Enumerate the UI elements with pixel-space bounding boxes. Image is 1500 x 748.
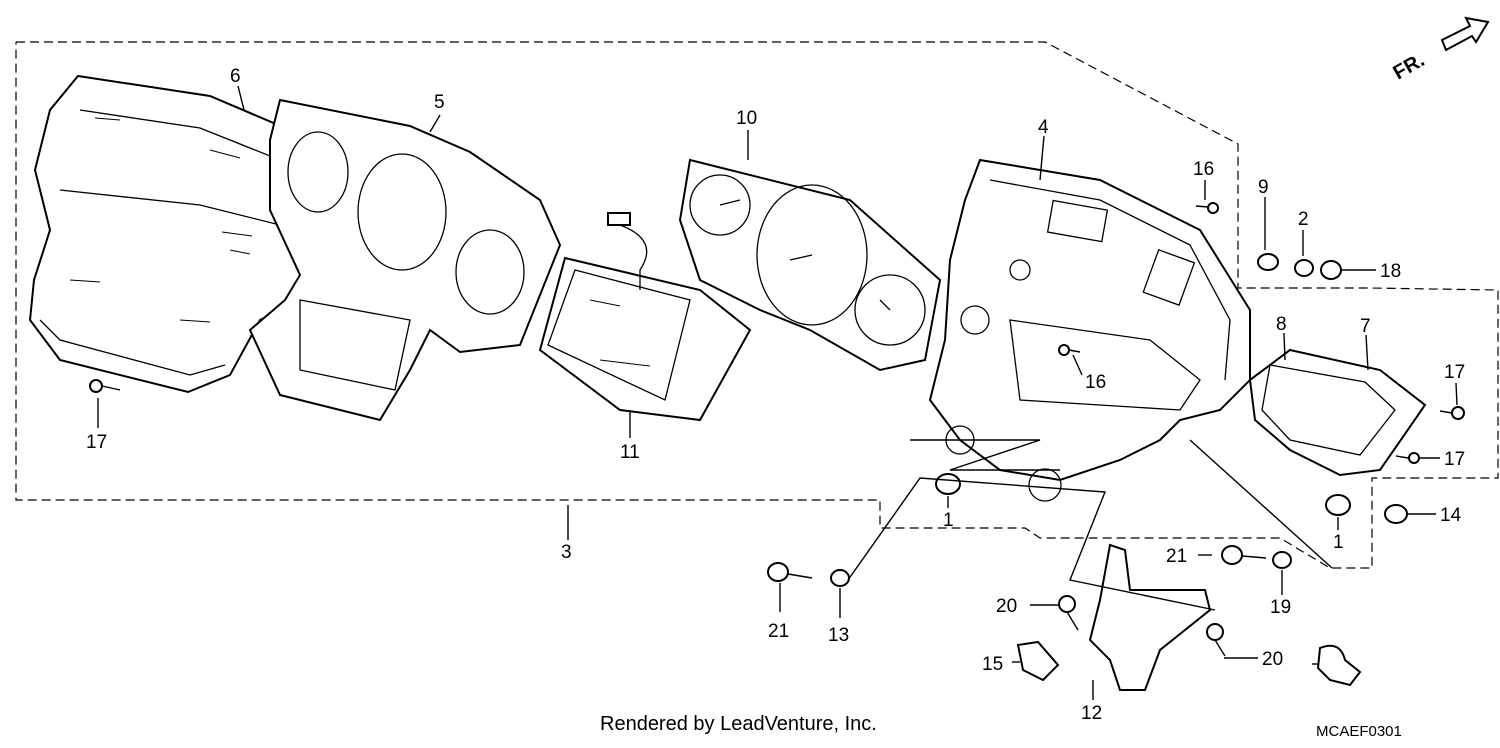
meter-case (928, 158, 1251, 502)
gauge-assembly (678, 158, 942, 372)
meter-panel (248, 98, 562, 422)
callout-4: 4 (1038, 117, 1049, 138)
leader-lines (97, 85, 1458, 700)
callout-7: 7 (1360, 316, 1371, 337)
callout-16-upper: 16 (1193, 159, 1214, 180)
callout-21-right: 21 (1166, 546, 1187, 567)
callout-17-right-upper: 17 (1444, 362, 1465, 383)
callout-10: 10 (736, 108, 757, 129)
render-credit: Rendered by LeadVenture, Inc. (600, 713, 877, 735)
callout-3: 3 (561, 542, 572, 563)
callout-14: 14 (1440, 505, 1462, 526)
callout-17-left: 17 (86, 432, 107, 453)
callout-2: 2 (1298, 209, 1309, 230)
callout-8: 8 (1276, 314, 1287, 335)
callout-16-lower: 16 (1085, 372, 1106, 393)
diagram-code: MCAEF0301 (1316, 723, 1402, 740)
callout-1-left: 1 (943, 510, 954, 531)
callout-12: 12 (1081, 703, 1102, 724)
callout-9: 9 (1258, 177, 1269, 198)
mounting-bracket (1088, 543, 1212, 691)
callout-13: 13 (828, 625, 849, 646)
callout-15: 15 (982, 654, 1003, 675)
sub-meter-panel (1248, 348, 1427, 477)
callout-6: 6 (230, 66, 241, 87)
callout-17-right-lower: 17 (1444, 449, 1465, 470)
callout-20-upper: 20 (996, 596, 1017, 617)
callout-labels: 6 5 10 4 16 9 2 18 8 7 17 16 17 11 17 14… (86, 66, 1465, 724)
callout-5: 5 (434, 92, 445, 113)
assembly-boundary (15, 41, 1499, 569)
callout-1-right: 1 (1333, 532, 1344, 553)
callout-21-left: 21 (768, 621, 789, 642)
callout-11: 11 (620, 442, 640, 463)
lcd-display-unit (538, 212, 752, 422)
callout-18: 18 (1380, 261, 1401, 282)
callout-20-lower: 20 (1262, 649, 1283, 670)
clamp (1016, 640, 1362, 687)
front-direction-arrow: FR. (1390, 16, 1490, 84)
front-direction-label: FR. (1390, 49, 1429, 84)
callout-19: 19 (1270, 597, 1291, 618)
fasteners (89, 202, 1465, 657)
